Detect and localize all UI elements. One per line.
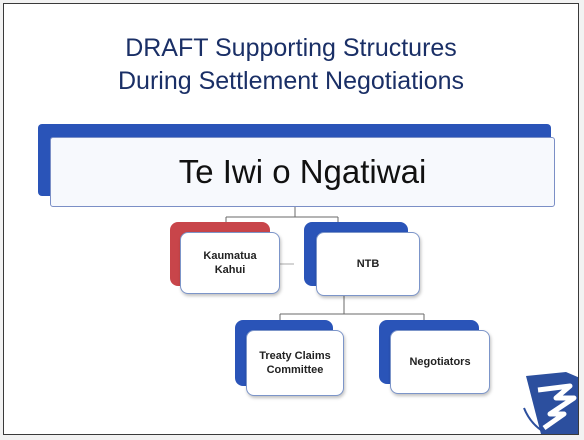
kaumatua-kahui-node[interactable]: Kaumatua Kahui	[180, 232, 280, 294]
kaumatua-kahui-label: Kaumatua Kahui	[203, 250, 257, 276]
ngatiwai-trust-board-logo-icon	[523, 372, 578, 434]
ntb-node[interactable]: NTB	[316, 232, 420, 296]
root-node[interactable]: Te Iwi o Ngatiwai	[50, 137, 555, 207]
slide: DRAFT Supporting Structures During Settl…	[3, 3, 579, 435]
treaty-claims-committee-node[interactable]: Treaty Claims Committee	[246, 330, 344, 396]
root-node-label: Te Iwi o Ngatiwai	[178, 153, 427, 190]
ntb-label: NTB	[356, 258, 380, 270]
negotiators-node[interactable]: Negotiators	[390, 330, 490, 394]
slide-title: DRAFT Supporting Structures During Settl…	[117, 34, 465, 95]
negotiators-label: Negotiators	[409, 356, 471, 368]
treaty-claims-committee-label: Treaty Claims Committee	[259, 350, 331, 376]
